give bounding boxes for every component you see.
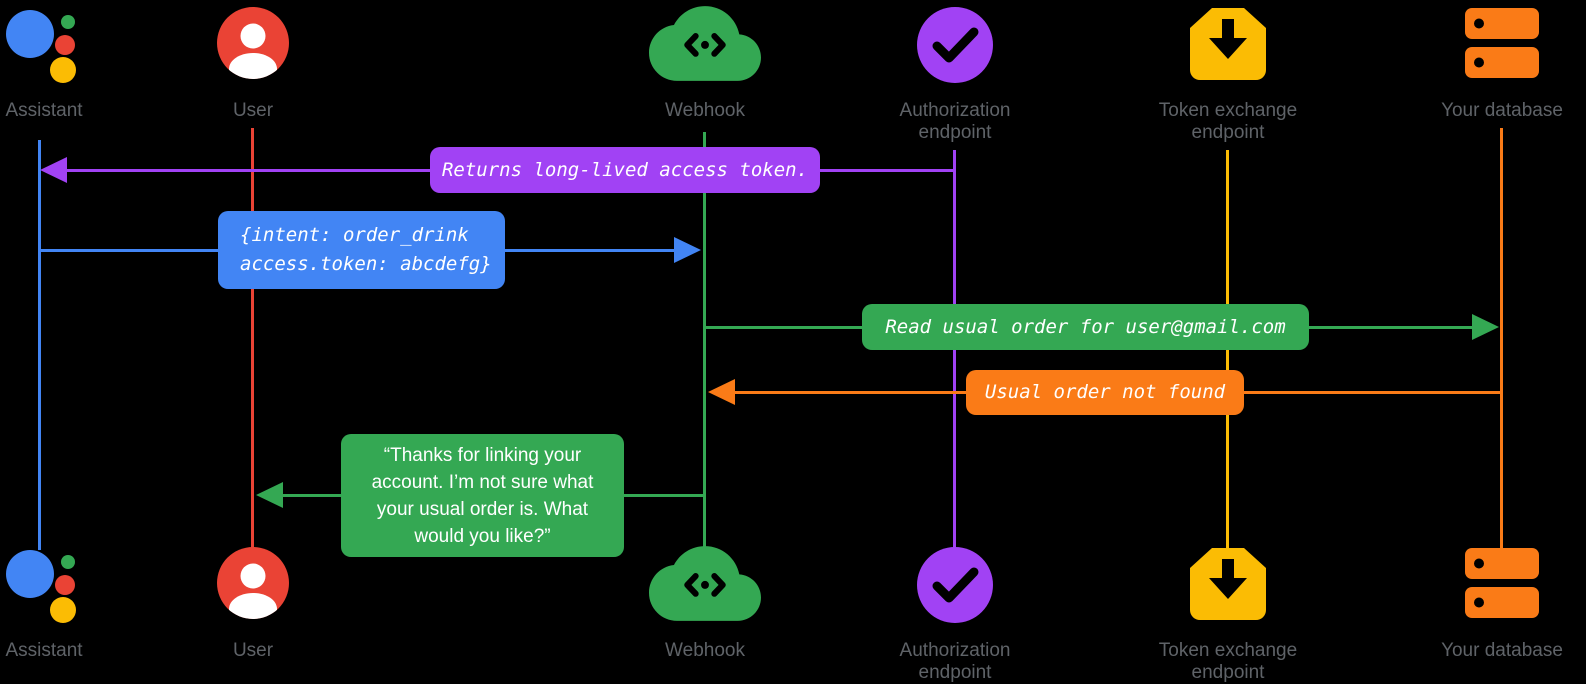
message-text: Usual order not found bbox=[984, 381, 1226, 403]
actor-user-top: User bbox=[168, 6, 338, 122]
message-text: {intent: order_drink bbox=[240, 224, 469, 246]
actor-your-database-top: Your database bbox=[1417, 6, 1586, 122]
assistant-speech-message: “Thanks for linking your account. I’m no… bbox=[341, 434, 624, 557]
actor-label-user: User bbox=[232, 100, 274, 121]
actor-webhook-top: Webhook bbox=[620, 6, 790, 122]
actor-label-webhook: Webhook bbox=[665, 100, 745, 121]
actor-label-token-exchange-endpoint: Token exchange endpoint bbox=[1158, 100, 1298, 143]
database-icon bbox=[1465, 546, 1539, 634]
actor-token-exchange-endpoint-top: Token exchange endpoint bbox=[1143, 6, 1313, 144]
message-text: Returns long-lived access token. bbox=[441, 158, 809, 181]
arrowhead-to-webhook bbox=[674, 237, 701, 263]
usual-order-not-found-message: Usual order not found bbox=[966, 370, 1244, 415]
message-text: would you like?” bbox=[414, 525, 551, 547]
google-assistant-icon bbox=[2, 546, 86, 634]
check-circle-icon bbox=[916, 546, 994, 634]
actor-label-authorization-endpoint: Authorization endpoint bbox=[899, 640, 1011, 683]
cloud-code-icon bbox=[649, 546, 761, 634]
user-lifeline bbox=[251, 128, 254, 550]
returns-access-token-message: Returns long-lived access token. bbox=[430, 147, 820, 193]
message-text: “Thanks for linking your bbox=[383, 444, 582, 466]
actor-your-database-bottom: Your database bbox=[1417, 546, 1586, 662]
actor-label-user: User bbox=[232, 640, 274, 661]
message-text: Read usual order for user@gmail.com bbox=[885, 315, 1286, 338]
person-icon bbox=[216, 6, 290, 94]
actor-label-token-exchange-endpoint: Token exchange endpoint bbox=[1158, 640, 1298, 683]
actor-authorization-endpoint-top: Authorization endpoint bbox=[870, 6, 1040, 144]
actor-label-assistant: Assistant bbox=[5, 640, 83, 661]
actor-authorization-endpoint-bottom: Authorization endpoint bbox=[870, 546, 1040, 684]
actor-webhook-bottom: Webhook bbox=[620, 546, 790, 662]
box-download-icon bbox=[1188, 6, 1268, 94]
intent-order-drink-message: {intent: order_drink access.token: abcde… bbox=[218, 211, 505, 289]
actor-assistant-bottom: Assistant bbox=[0, 546, 129, 662]
actor-token-exchange-endpoint-bottom: Token exchange endpoint bbox=[1143, 546, 1313, 684]
person-icon bbox=[216, 546, 290, 634]
arrowhead-to-database bbox=[1472, 314, 1499, 340]
authorization-endpoint-lifeline bbox=[953, 150, 956, 550]
check-circle-icon bbox=[916, 6, 994, 94]
arrowhead-to-assistant bbox=[40, 157, 67, 183]
message-text: access.token: abcdefg} bbox=[240, 253, 492, 275]
arrowhead-to-webhook-return bbox=[708, 379, 735, 405]
your-database-lifeline bbox=[1500, 128, 1503, 550]
actor-label-your-database: Your database bbox=[1441, 640, 1563, 661]
actor-user-bottom: User bbox=[168, 546, 338, 662]
actor-label-your-database: Your database bbox=[1441, 100, 1563, 121]
actor-label-authorization-endpoint: Authorization endpoint bbox=[899, 100, 1011, 143]
message-text: your usual order is. What bbox=[376, 498, 589, 520]
box-download-icon bbox=[1188, 546, 1268, 634]
database-icon bbox=[1465, 6, 1539, 94]
cloud-code-icon bbox=[649, 6, 761, 94]
arrowhead-to-user bbox=[256, 482, 283, 508]
actor-label-webhook: Webhook bbox=[665, 640, 745, 661]
actor-label-assistant: Assistant bbox=[5, 100, 83, 121]
read-usual-order-message: Read usual order for user@gmail.com bbox=[862, 304, 1309, 350]
actor-assistant-top: Assistant bbox=[0, 6, 129, 122]
assistant-lifeline bbox=[38, 140, 41, 550]
token-exchange-endpoint-lifeline bbox=[1226, 150, 1229, 550]
message-text: account. I’m not sure what bbox=[371, 471, 594, 493]
webhook-lifeline bbox=[703, 132, 706, 550]
google-assistant-icon bbox=[2, 6, 86, 94]
